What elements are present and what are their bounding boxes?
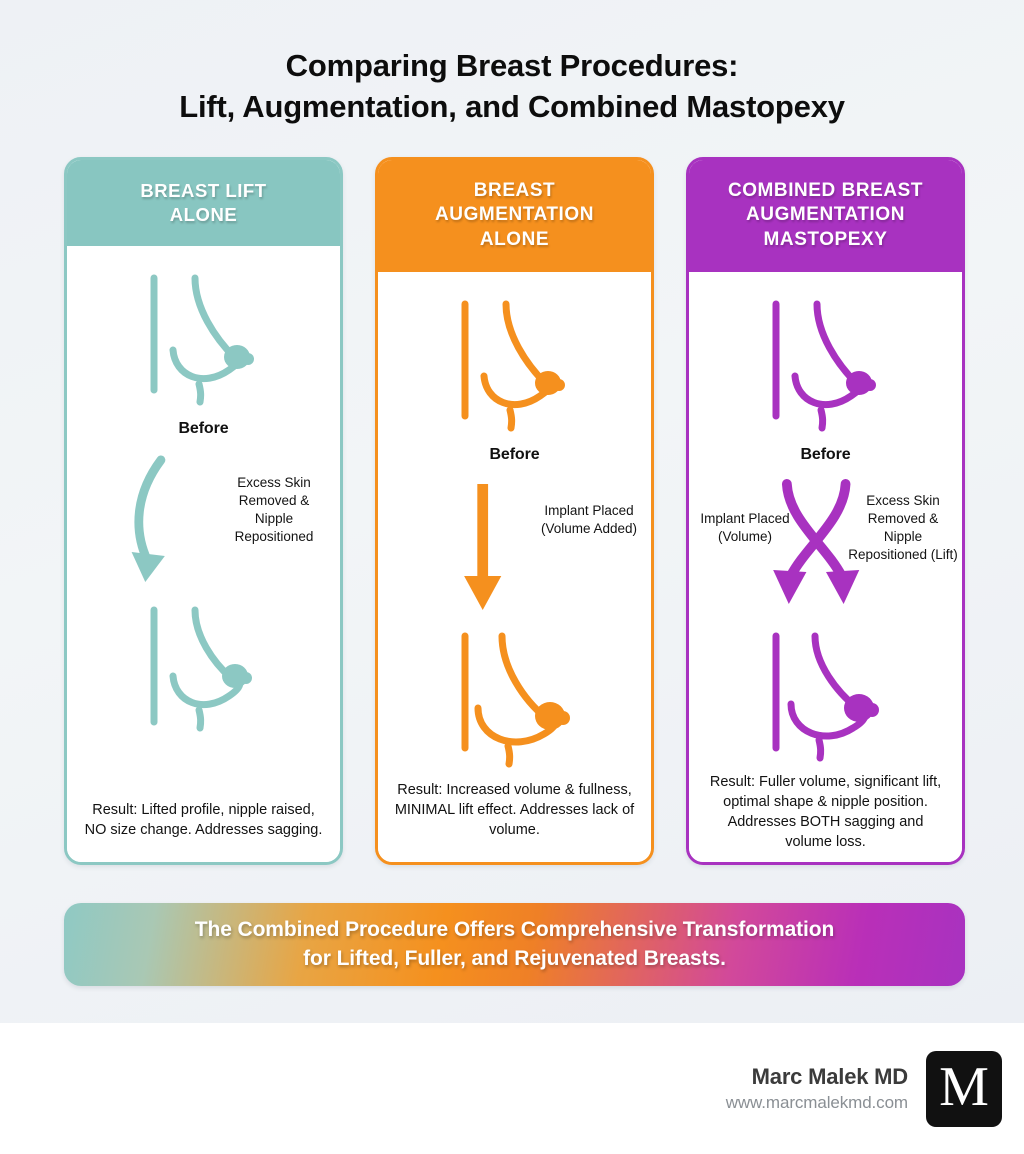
card-header-line-1: COMBINED BREAST [727,180,924,201]
breast-profile-before-icon [772,300,876,432]
stage-label-before-3: Before [800,445,851,463]
breast-profile-after-combined-icon [772,632,879,762]
page-title-line-1: Comparing Breast Procedures: [285,48,739,83]
breast-profile-before-icon [150,274,254,406]
straight-down-arrow-icon [464,483,502,610]
procedure-card-breast-augmentation-alone: BREAST AUGMENTATION ALONE Before [375,157,654,865]
card-header-line-2: AUGMENTATION [746,204,905,226]
card-header-line-1: BREAST [473,180,556,201]
breast-profile-after-lift-icon [150,606,252,732]
crossing-arrows-icon [773,478,860,604]
procedure-card-breast-lift-alone: BREAST LIFT ALONE Before [64,157,343,865]
transition-zone-augmentation: Implant Placed (Volume Added) [378,470,651,620]
breast-profile-before-icon [461,300,565,432]
footer-doctor-name: Marc Malek MD [751,1064,909,1089]
summary-banner: The Combined Procedure Offers Comprehens… [64,903,965,986]
summary-banner-line-2: for Lifted, Fuller, and Rejuvenated Brea… [303,946,726,970]
result-text-breast-augmentation-alone: Result: Increased volume & fullness, MIN… [394,782,635,838]
card-header-breast-augmentation-alone: BREAST AUGMENTATION ALONE [378,160,651,272]
card-body-combined-augmentation-mastopexy: Before Implant Placed (Volume) Excess Sk… [689,271,962,862]
card-header-combined-augmentation-mastopexy: COMBINED BREAST AUGMENTATION MASTOPEXY [689,160,962,272]
breast-profile-after-augmentation-icon [461,632,570,768]
transition-note-implant: Implant Placed (Volume) [700,510,790,544]
brand-logo: M [926,1050,1002,1127]
transition-zone-lift: Excess Skin Removed & Nipple Repositione… [67,444,340,594]
curved-down-arrow-icon [131,455,166,583]
stage-label-before-1: Before [178,420,229,438]
stage-label-before-2: Before [489,445,540,463]
card-header-line-2: AUGMENTATION [435,204,594,226]
card-body-breast-lift-alone: Before Excess Skin Removed & Nipple Repo… [67,246,340,862]
result-text-breast-lift-alone: Result: Lifted profile, nipple raised, N… [84,802,323,838]
result-text-combined-augmentation-mastopexy: Result: Fuller volume, significant lift,… [709,773,942,850]
footer: Marc Malek MD www.marcmalekmd.com M [0,1023,1024,1154]
card-header-line-3: MASTOPEXY [763,228,888,250]
card-header-line-3: ALONE [479,228,550,250]
transition-note-augmentation: Implant Placed (Volume Added) [540,502,638,536]
page-title-line-2: Lift, Augmentation, and Combined Mastope… [179,88,845,124]
card-header-line-2: ALONE [169,203,238,225]
footer-credit: Marc Malek MD www.marcmalekmd.com [726,1064,908,1113]
summary-banner-text: The Combined Procedure Offers Comprehens… [195,916,835,973]
transition-note-lift: Excess Skin Removed & Nipple Repositione… [234,475,314,545]
procedure-card-combined-augmentation-mastopexy: COMBINED BREAST AUGMENTATION MASTOPEXY B… [686,157,965,865]
transition-zone-combined: Implant Placed (Volume) Excess Skin Remo… [689,470,962,620]
card-header-breast-lift-alone: BREAST LIFT ALONE [67,160,340,247]
card-header-line-1: BREAST LIFT [140,180,267,201]
card-body-breast-augmentation-alone: Before Implant Placed (Volume Added) [378,271,651,862]
footer-website-url[interactable]: www.marcmalekmd.com [725,1093,908,1112]
logo-letter-m: M [939,1055,989,1118]
transition-note-lift: Excess Skin Removed & Nipple Repositione… [848,492,958,562]
procedure-comparison-columns: BREAST LIFT ALONE Before [64,157,965,865]
page-title: Comparing Breast Procedures: Lift, Augme… [0,46,1024,128]
summary-banner-line-1: The Combined Procedure Offers Comprehens… [194,918,835,942]
